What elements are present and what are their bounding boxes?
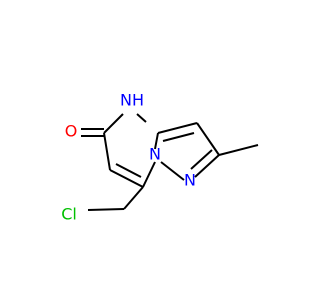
bond-c3-c2 (196, 122, 220, 156)
bond-c2-methyl (218, 144, 259, 156)
bond-c2-n1-double (190, 149, 213, 170)
bond-n7a-c3a (154, 132, 159, 150)
bond-c3a-c3-double (162, 132, 195, 142)
bond-c7-n7a (142, 161, 156, 188)
atom-labels: O N H N N Cl (61, 91, 196, 224)
bond-c5-n4 (103, 113, 124, 134)
bond-c3a-c3 (157, 122, 198, 134)
bond-ch2-cl (87, 208, 125, 211)
bond-c7-ch2 (123, 186, 144, 210)
bridgehead-nitrogen-label: N (149, 145, 161, 164)
bond-c6-c7 (109, 169, 144, 188)
bond-c5-c6 (103, 132, 111, 171)
molecule-structure: O N H N N Cl (61, 91, 259, 224)
nh-nitrogen-label: N (120, 91, 132, 110)
chlorine-label: Cl (61, 205, 77, 224)
bonds (81, 113, 259, 211)
pyrazole-nitrogen-label: N (184, 171, 196, 190)
bond-n4-c3a (136, 113, 147, 123)
bond-n1-n7a (160, 161, 185, 181)
nh-hydrogen-label: H (132, 91, 144, 110)
bond-c2-n1 (194, 154, 220, 178)
bond-c6-c7-double (115, 163, 142, 178)
oxygen-label: O (65, 122, 78, 141)
